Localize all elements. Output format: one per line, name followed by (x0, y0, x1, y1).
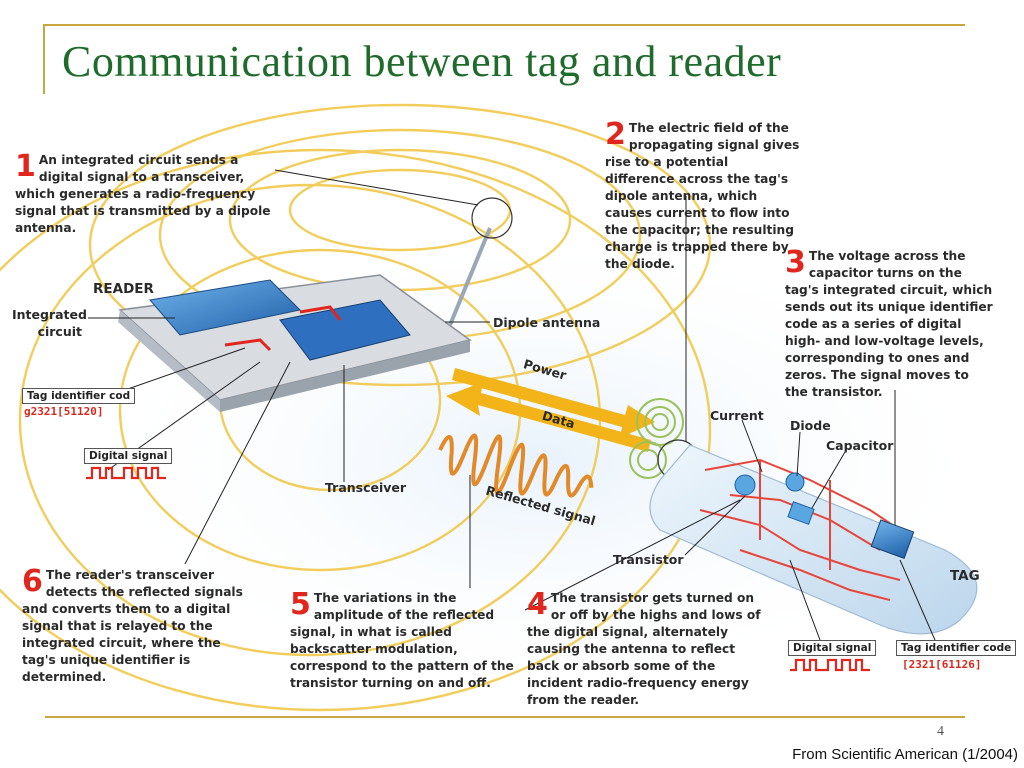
slide-number: 4 (937, 724, 944, 739)
tag-tag-id-code: [2321[61126] (902, 658, 982, 671)
step-3: 3 The voltage across the capacitor turns… (785, 248, 993, 401)
left-rule (43, 24, 45, 94)
transistor-label: Transistor (613, 552, 684, 567)
diagram-graphics (0, 103, 1010, 712)
reader-tag-id-code: g2321[51120] (24, 405, 104, 418)
reader-board (118, 274, 472, 412)
digital-signal-waves (86, 466, 870, 672)
step-6-number: 6 (22, 564, 43, 599)
step-5: 5 The variations in the amplitude of the… (290, 590, 515, 692)
slide-title: Communication between tag and reader (62, 37, 782, 86)
step-4: 4 The transistor gets turned on or off b… (527, 590, 762, 709)
rfid-diagram: 1 An integrated circuit sends a digital … (0, 100, 1017, 715)
reflected-signal-wave (438, 433, 594, 498)
top-rule (45, 24, 965, 26)
step-2: 2 The electric field of the propagating … (605, 120, 800, 273)
reader-digital-signal-box: Digital signal (84, 448, 173, 464)
step-2-text: The electric field of the propagating si… (605, 121, 800, 271)
step-3-number: 3 (785, 245, 806, 280)
tag-digital-signal-box: Digital signal (788, 640, 877, 656)
step-1: 1 An integrated circuit sends a digital … (15, 152, 280, 237)
current-label: Current (710, 408, 764, 423)
tag-body (649, 444, 978, 635)
reader-label: READER (93, 281, 154, 297)
capacitor-label: Capacitor (826, 438, 894, 453)
source-citation: From Scientific American (1/2004) (792, 746, 1018, 763)
tag-label: TAG (950, 568, 980, 584)
tag-rings (629, 398, 684, 479)
bottom-rule (45, 716, 965, 718)
diode-label: Diode (790, 418, 831, 433)
tag-tag-id-box: Tag identifier code (896, 640, 1017, 656)
step-5-number: 5 (290, 587, 311, 622)
step-4-text: The transistor gets turned on or off by … (527, 591, 761, 707)
integrated-circuit-label: Integrated circuit (12, 307, 87, 339)
power-data-arrows (446, 368, 655, 452)
step-6-text: The reader's transceiver detects the ref… (22, 568, 243, 684)
reader-antenna (448, 227, 492, 326)
step-3-text: The voltage across the capacitor turns o… (785, 249, 993, 399)
dipole-antenna-label: Dipole antenna (493, 315, 601, 330)
step-6: 6 The reader's transceiver detects the r… (22, 567, 247, 686)
step-1-text: An integrated circuit sends a digital si… (15, 153, 271, 235)
antenna-highlight-circle (471, 197, 513, 239)
step-1-number: 1 (15, 149, 36, 184)
reader-tag-id-box: Tag identifier cod (22, 388, 136, 404)
transceiver-label: Transceiver (325, 480, 407, 495)
step-2-number: 2 (605, 117, 626, 152)
step-4-number: 4 (527, 587, 548, 622)
step-5-text: The variations in the amplitude of the r… (290, 591, 514, 690)
